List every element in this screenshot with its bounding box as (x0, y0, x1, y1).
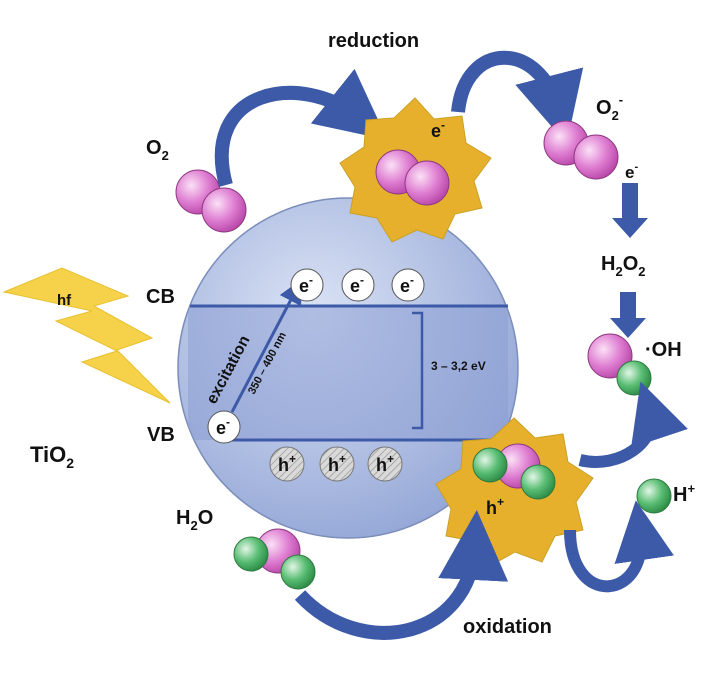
proton-sphere (636, 478, 672, 514)
superoxide-molecule (543, 120, 619, 180)
svg-text:h+: h+ (376, 452, 394, 475)
star-hole-label: h+ (486, 495, 504, 518)
o2-label: O2 (146, 137, 169, 163)
svg-text:e-: e- (400, 273, 414, 296)
reduction-label: reduction (328, 30, 419, 52)
vb-electron: e- (207, 410, 241, 444)
vb-hole: h+ (319, 446, 355, 482)
hf-label: hf (57, 292, 72, 309)
superoxide-electron-label: e- (625, 161, 638, 182)
band-gap-bracket (412, 311, 424, 430)
star-electron-label: e- (431, 118, 445, 141)
cb-electron: e- (290, 268, 324, 302)
arrow-superoxide-to-h2o2 (612, 183, 648, 238)
curved-arrow-water-to-star (294, 510, 509, 640)
svg-text:h+: h+ (328, 452, 346, 475)
band-gap-label: 3 – 3,2 eV (431, 359, 486, 373)
vb-hole: h+ (367, 446, 403, 482)
adsorbed-o2-molecule (375, 149, 450, 206)
adsorbed-water-molecule (472, 443, 556, 500)
curved-arrow-star-to-superoxide (451, 50, 584, 144)
vb-label: VB (147, 424, 175, 446)
vb-hole: h+ (269, 446, 305, 482)
arrow-h2o2-to-oh (610, 292, 646, 338)
superoxide-label: O2- (596, 92, 623, 123)
h2o2-label: H2O2 (601, 253, 645, 279)
oxidation-label: oxidation (463, 616, 552, 638)
water-molecule (233, 528, 316, 590)
svg-text:e-: e- (299, 273, 313, 296)
svg-text:e-: e- (350, 273, 364, 296)
lightning-bolt-icon (2, 267, 171, 404)
cb-electron: e- (341, 268, 375, 302)
cb-label: CB (146, 286, 175, 308)
cb-electron: e- (391, 268, 425, 302)
hydroxyl-radical-molecule (587, 333, 652, 396)
curved-arrow-o2-to-star (214, 68, 388, 187)
h2o-label: H2O (176, 507, 213, 533)
tio2-label: TiO2 (30, 442, 74, 471)
excitation-arrow (230, 279, 302, 413)
hydroxyl-radical-label: ·OH (645, 339, 682, 361)
proton-label: H+ (673, 481, 695, 506)
curved-arrow-star-to-oh (578, 381, 688, 468)
band-gap-region (188, 306, 508, 440)
svg-text:e-: e- (216, 415, 230, 438)
o2-molecule (175, 169, 247, 233)
curved-arrow-star-to-h-plus (564, 500, 674, 593)
svg-text:h+: h+ (278, 452, 296, 475)
